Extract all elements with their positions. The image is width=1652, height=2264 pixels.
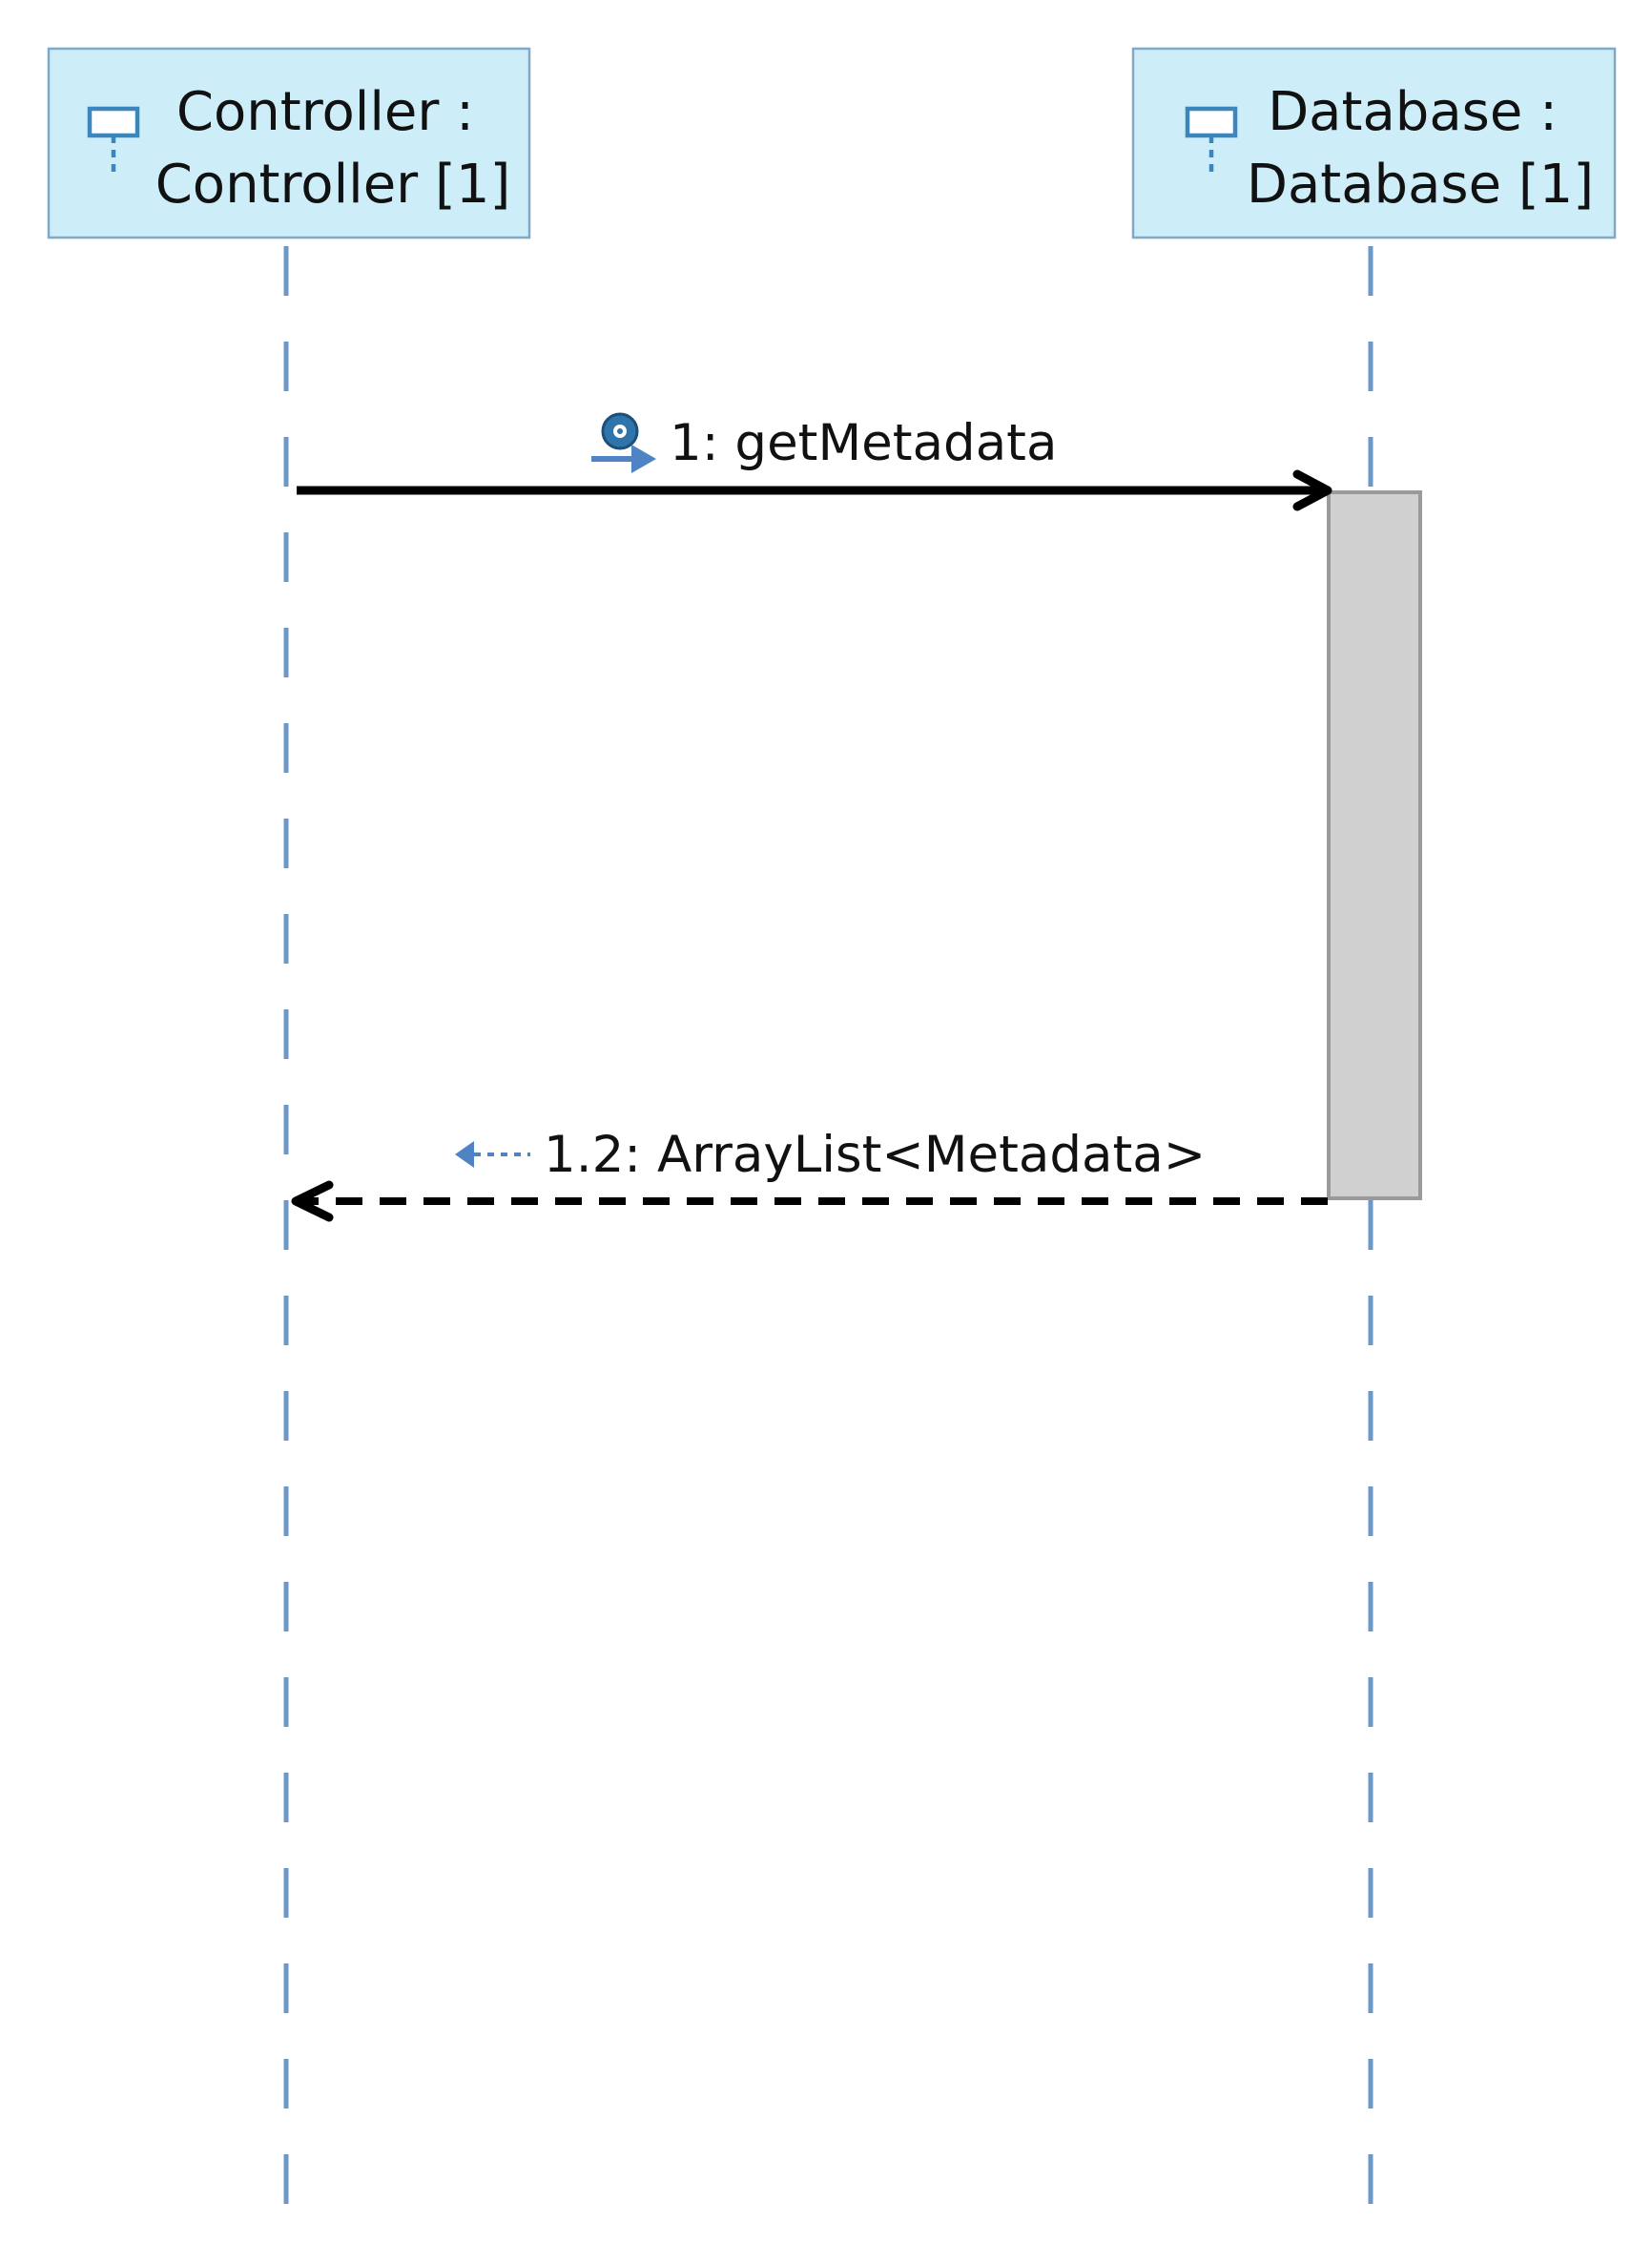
message-reply[interactable]: 1.2: ArrayList<Metadata> bbox=[291, 1126, 1328, 1222]
lifeline-icon bbox=[1185, 106, 1238, 176]
lifeline-database[interactable]: Database : Database [1] bbox=[1131, 47, 1617, 239]
lifeline-database-label-line1: Database : bbox=[1268, 81, 1558, 143]
call-message-label: 1: getMetadata bbox=[670, 414, 1057, 472]
reply-arrow-head bbox=[291, 1180, 334, 1222]
lifeline-controller-label-line1: Controller : bbox=[176, 81, 474, 143]
reply-message-label: 1.2: ArrayList<Metadata> bbox=[544, 1126, 1206, 1184]
message-call[interactable]: 1: getMetadata bbox=[297, 412, 1332, 511]
return-arrow-icon bbox=[455, 1141, 530, 1168]
lifeline-icon bbox=[87, 106, 140, 176]
activation-bar[interactable] bbox=[1327, 490, 1422, 1200]
lifeline-controller[interactable]: Controller : Controller [1] bbox=[47, 47, 531, 239]
lifeline-database-label-line2: Database [1] bbox=[1247, 154, 1594, 216]
lifeline-controller-label-line2: Controller [1] bbox=[155, 154, 511, 216]
operation-call-icon bbox=[591, 412, 656, 473]
call-arrow-head bbox=[1292, 469, 1332, 511]
lifeline-controller-head[interactable] bbox=[47, 47, 531, 239]
